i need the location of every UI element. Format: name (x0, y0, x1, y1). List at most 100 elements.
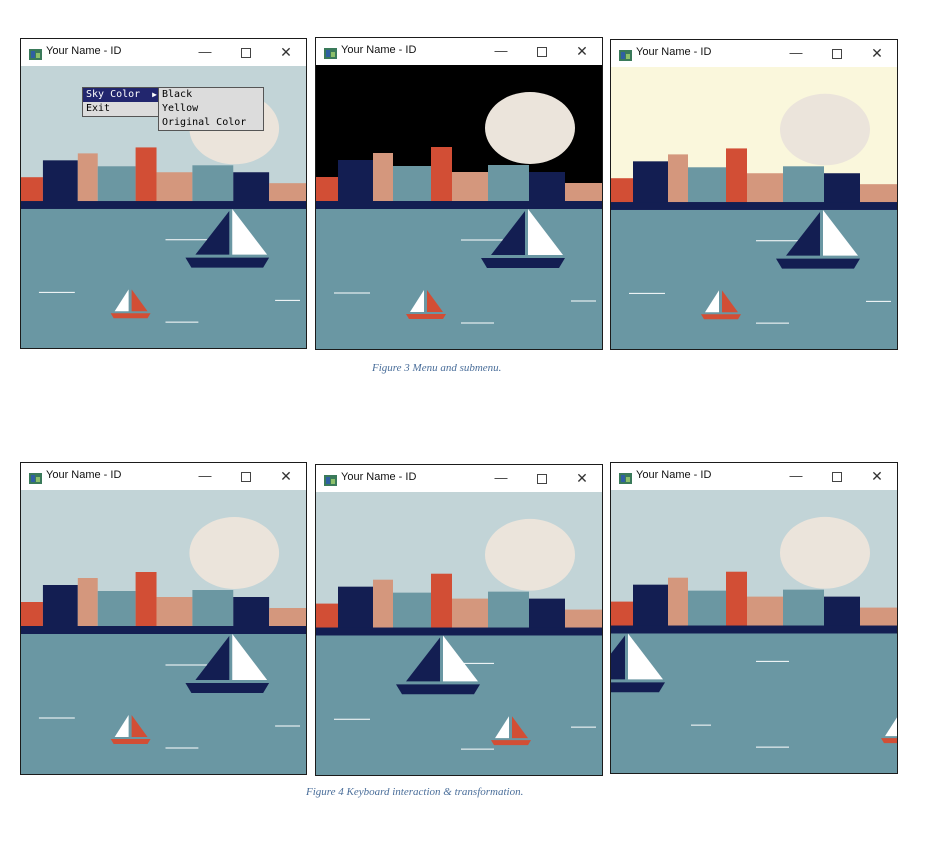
building (373, 153, 393, 205)
sea (611, 633, 897, 773)
submenu-item-original-color[interactable]: Original Color (162, 117, 247, 128)
scene-canvas[interactable] (611, 67, 897, 349)
close-button[interactable]: ✕ (280, 44, 292, 60)
small-hull (110, 739, 151, 744)
submenu-item-black[interactable]: Black (162, 89, 193, 100)
maximize-button[interactable] (233, 42, 259, 62)
building (21, 602, 43, 630)
big-hull (185, 683, 270, 693)
sea (21, 634, 306, 774)
building (431, 573, 452, 632)
building (452, 598, 488, 632)
maximize-icon (537, 46, 547, 57)
scene-canvas[interactable] (316, 492, 602, 775)
menu-item-sky-color[interactable]: Sky Color ▶ (83, 88, 159, 102)
building (135, 147, 157, 206)
shoreline (316, 627, 602, 636)
close-button[interactable]: ✕ (871, 45, 883, 61)
submenu-item-yellow[interactable]: Yellow (162, 103, 199, 114)
app-window[interactable]: Your Name - ID — ✕ (315, 37, 603, 350)
minimize-button[interactable]: — (789, 468, 803, 483)
maximize-button[interactable] (529, 41, 555, 61)
maximize-icon (537, 473, 547, 484)
building (269, 183, 306, 206)
close-button[interactable]: ✕ (576, 43, 588, 59)
building (97, 591, 136, 630)
building (316, 603, 338, 632)
minimize-button[interactable]: — (198, 468, 212, 483)
app-window[interactable]: Your Name - ID — ✕ Sky Color ▶ Exit Black… (20, 38, 307, 349)
close-button[interactable]: ✕ (871, 468, 883, 484)
sea (316, 635, 602, 775)
small-sail-red (427, 290, 443, 312)
big-sail-dark (786, 211, 820, 256)
small-sailboat (406, 290, 446, 319)
big-sail-white (823, 209, 858, 256)
title-bar[interactable]: Your Name - ID — ✕ (611, 40, 897, 67)
app-window[interactable]: Your Name - ID — ✕ (610, 462, 898, 774)
submenu-arrow-icon: ▶ (152, 90, 157, 99)
menu-item-exit[interactable]: Exit (86, 103, 111, 114)
app-window[interactable]: Your Name - ID — ✕ (20, 462, 307, 775)
title-bar[interactable]: Your Name - ID — ✕ (611, 463, 897, 490)
big-hull (481, 258, 565, 268)
scene-canvas[interactable] (316, 65, 602, 349)
building (668, 154, 688, 207)
big-sail-white (528, 209, 563, 255)
big-sailboat (185, 634, 270, 693)
scene-canvas[interactable] (611, 490, 897, 773)
title-bar[interactable]: Your Name - ID — ✕ (316, 38, 602, 65)
app-icon (619, 48, 632, 61)
sea (21, 208, 306, 348)
app-window[interactable]: Your Name - ID — ✕ (610, 39, 898, 350)
app-window[interactable]: Your Name - ID — ✕ (315, 464, 603, 776)
small-hull (110, 313, 151, 319)
maximize-button[interactable] (824, 43, 850, 63)
small-sail-white (114, 715, 129, 737)
menu-item-label: Sky Color (86, 89, 141, 100)
building (633, 584, 668, 630)
maximize-button[interactable] (824, 466, 850, 486)
building (824, 173, 860, 207)
small-sail-red (131, 715, 148, 737)
title-bar[interactable]: Your Name - ID — ✕ (21, 39, 306, 66)
big-sail-dark (491, 211, 525, 255)
building (192, 590, 234, 630)
building (668, 577, 688, 630)
minimize-button[interactable]: — (198, 44, 212, 59)
maximize-icon (832, 471, 842, 482)
big-sailboat (481, 209, 565, 268)
maximize-icon (832, 48, 842, 59)
maximize-button[interactable] (233, 466, 259, 486)
window-title: Your Name - ID (341, 44, 417, 56)
sea (611, 209, 897, 349)
building (452, 172, 488, 205)
close-button[interactable]: ✕ (576, 470, 588, 486)
shoreline (21, 626, 306, 634)
app-icon (324, 473, 337, 486)
minimize-button[interactable]: — (789, 45, 803, 60)
building (726, 571, 747, 630)
small-hull (406, 314, 446, 319)
building (156, 172, 193, 206)
building (77, 578, 98, 630)
building (565, 183, 602, 205)
building (431, 147, 452, 205)
building (488, 591, 529, 632)
building (233, 597, 270, 630)
building (42, 160, 78, 206)
small-hull (491, 740, 531, 746)
building (688, 167, 726, 207)
building (611, 178, 633, 207)
minimize-button[interactable]: — (494, 43, 508, 58)
big-hull (185, 257, 270, 268)
title-bar[interactable]: Your Name - ID — ✕ (21, 463, 306, 490)
scene-svg (611, 490, 897, 773)
window-title: Your Name - ID (636, 469, 712, 481)
title-bar[interactable]: Your Name - ID — ✕ (316, 465, 602, 492)
maximize-button[interactable] (529, 468, 555, 488)
minimize-button[interactable]: — (494, 470, 508, 485)
window-title: Your Name - ID (636, 46, 712, 58)
scene-canvas[interactable] (21, 490, 306, 774)
close-button[interactable]: ✕ (280, 468, 292, 484)
